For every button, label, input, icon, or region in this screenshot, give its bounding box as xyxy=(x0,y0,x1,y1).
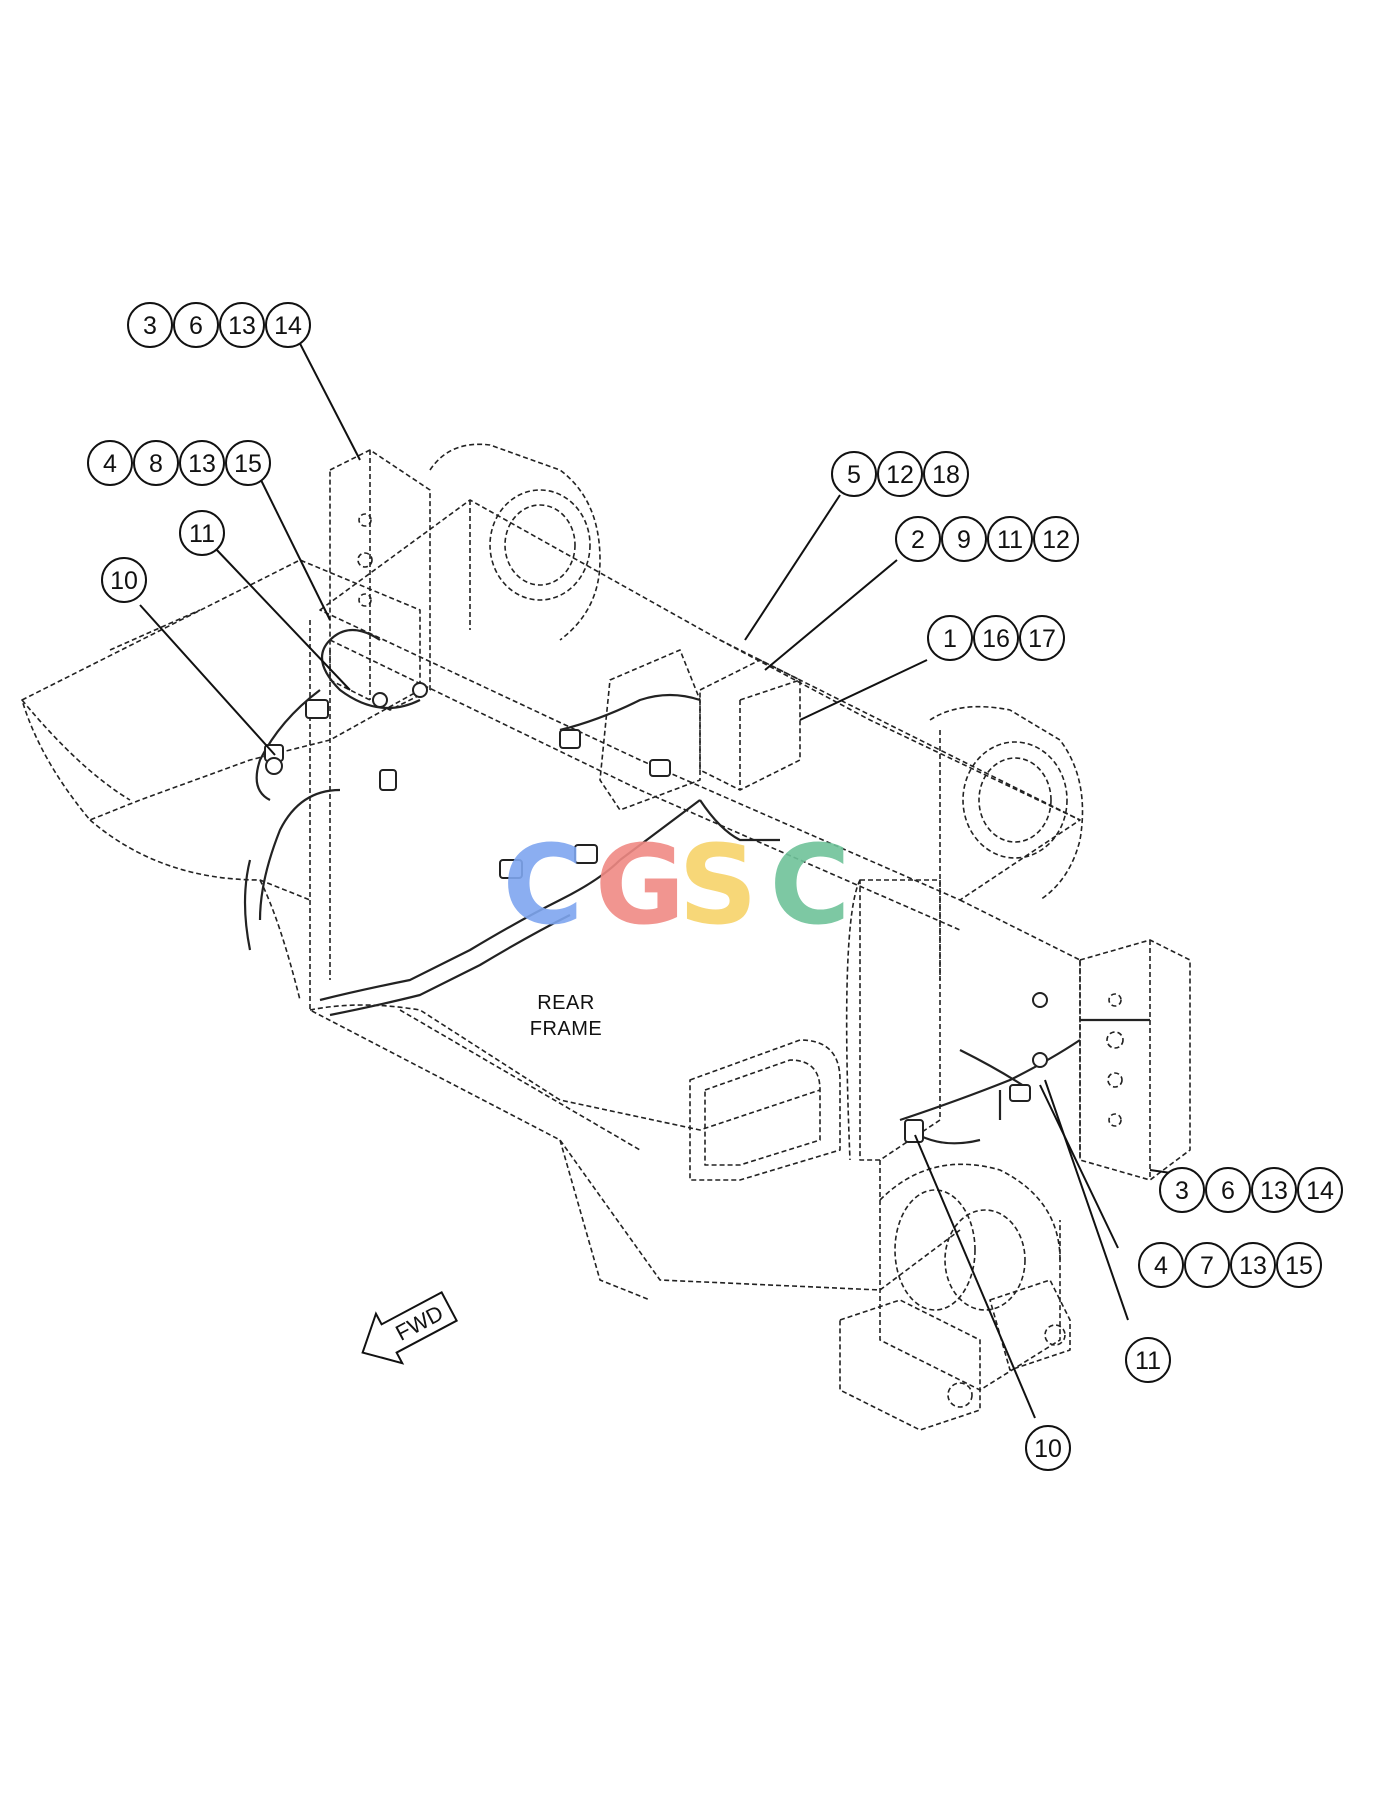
callout-number: 10 xyxy=(110,567,138,595)
callout-circle xyxy=(1297,1167,1343,1213)
callout-circle xyxy=(1159,1167,1205,1213)
callout-4-7-13-15: 4 7 13 15 xyxy=(1138,1242,1322,1288)
callout-number: 16 xyxy=(982,625,1010,653)
callout-circle xyxy=(87,440,133,486)
watermark-letter: C xyxy=(503,821,584,949)
callout-number: 9 xyxy=(957,526,971,554)
callout-number: 13 xyxy=(1239,1252,1267,1280)
callout-number: 18 xyxy=(932,461,960,489)
callout-number: 14 xyxy=(274,312,302,340)
leader-lines xyxy=(139,329,1186,1419)
callout-circle xyxy=(831,451,877,497)
callout-number: 12 xyxy=(886,461,914,489)
callout-number: 12 xyxy=(1042,526,1070,554)
callout-11-left: 11 xyxy=(179,510,225,556)
callout-circle xyxy=(923,451,969,497)
callout-circle xyxy=(1138,1242,1184,1288)
callout-circle xyxy=(895,516,941,562)
callout-4-8-13-15: 4 8 13 15 xyxy=(87,440,271,486)
callout-number: 8 xyxy=(149,450,163,478)
callout-circle xyxy=(219,302,265,348)
callout-3-6-13-14-top: 3 6 13 14 xyxy=(127,302,311,348)
callout-number: 1 xyxy=(943,625,957,653)
callout-circle xyxy=(1019,615,1065,661)
callout-5-12-18: 5 12 18 xyxy=(831,451,969,497)
callout-circle xyxy=(1205,1167,1251,1213)
callout-number: 2 xyxy=(911,526,925,554)
callout-1-16-17: 1 16 17 xyxy=(927,615,1065,661)
callout-circle xyxy=(941,516,987,562)
callout-circle xyxy=(1033,516,1079,562)
callout-number: 17 xyxy=(1028,625,1056,653)
arrow-icon xyxy=(361,1291,459,1365)
callout-number: 13 xyxy=(1260,1177,1288,1205)
callout-number: 7 xyxy=(1200,1252,1214,1280)
watermark-letter: G xyxy=(595,821,685,949)
callout-number: 11 xyxy=(189,520,215,548)
forward-direction-arrow: FWD xyxy=(361,1291,459,1365)
callout-number: 13 xyxy=(188,450,216,478)
watermark-letter: C xyxy=(770,821,851,949)
callout-circle xyxy=(927,615,973,661)
callout-number: 11 xyxy=(1135,1347,1161,1375)
callout-circle xyxy=(127,302,173,348)
callout-circle xyxy=(1251,1167,1297,1213)
callout-number: 15 xyxy=(1285,1252,1313,1280)
frame-label: REAR FRAME xyxy=(530,992,603,1040)
callout-2-9-11-12: 2 9 11 12 xyxy=(895,516,1079,562)
callout-circle xyxy=(101,557,147,603)
callout-group: 3 6 13 14 4 8 13 15 11 10 5 12 18 2 9 11 12 1 16 17 3 6 13 14 4 7… xyxy=(87,302,1343,1471)
callout-circle xyxy=(1125,1337,1171,1383)
callout-circle xyxy=(225,440,271,486)
callout-number: 3 xyxy=(143,312,157,340)
callout-circle xyxy=(1230,1242,1276,1288)
callout-circle xyxy=(1276,1242,1322,1288)
callout-10-bottom: 10 xyxy=(1025,1425,1071,1471)
callout-number: 10 xyxy=(1034,1435,1062,1463)
callout-circle xyxy=(133,440,179,486)
callout-circle xyxy=(877,451,923,497)
callout-circle xyxy=(179,510,225,556)
callout-3-6-13-14-right: 3 6 13 14 xyxy=(1159,1167,1343,1213)
callout-number: 14 xyxy=(1306,1177,1334,1205)
clips-and-connectors xyxy=(264,682,1048,1143)
callout-circle xyxy=(987,516,1033,562)
callout-circle xyxy=(265,302,311,348)
callout-circle xyxy=(973,615,1019,661)
callout-number: 4 xyxy=(1154,1252,1168,1280)
wire-harness xyxy=(243,628,1150,1145)
callout-10-left: 10 xyxy=(101,557,147,603)
watermark-letter: S xyxy=(678,821,757,949)
callout-circle xyxy=(179,440,225,486)
callout-number: 11 xyxy=(997,526,1023,554)
callout-number: 5 xyxy=(847,461,861,489)
callout-number: 6 xyxy=(1221,1177,1235,1205)
frame-label-line1: REAR xyxy=(537,992,595,1014)
callout-number: 6 xyxy=(189,312,203,340)
frame-label-line2: FRAME xyxy=(530,1018,603,1040)
callout-circle xyxy=(1025,1425,1071,1471)
callout-number: 13 xyxy=(228,312,256,340)
callout-circle xyxy=(173,302,219,348)
callout-number: 4 xyxy=(103,450,117,478)
callout-circle xyxy=(1184,1242,1230,1288)
callout-number: 15 xyxy=(234,450,262,478)
callout-number: 3 xyxy=(1175,1177,1189,1205)
callout-11-right: 11 xyxy=(1125,1337,1171,1383)
